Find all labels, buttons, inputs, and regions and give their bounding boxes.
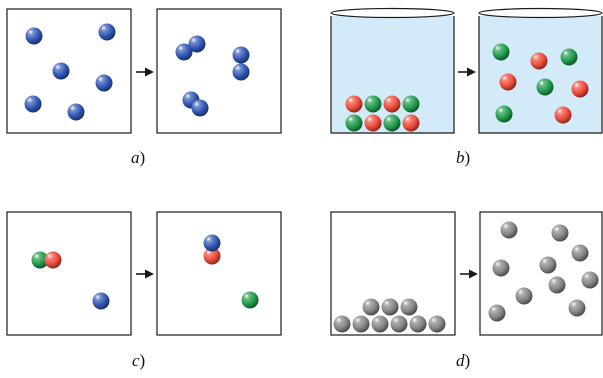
blue-sphere-icon — [25, 96, 42, 113]
blue-sphere-icon — [189, 36, 206, 53]
panel-c-arrow — [136, 270, 154, 279]
green-sphere-icon — [242, 292, 259, 309]
gray-sphere-icon — [549, 277, 566, 294]
panel-c-before-box — [7, 212, 131, 335]
gray-sphere-icon — [410, 316, 427, 333]
red-sphere-icon — [531, 53, 548, 70]
red-sphere-icon — [45, 252, 62, 269]
gray-sphere-icon — [572, 245, 589, 262]
blue-sphere-icon — [26, 28, 43, 45]
red-sphere-icon — [572, 81, 589, 98]
blue-sphere-icon — [192, 100, 209, 117]
gray-sphere-icon — [372, 316, 389, 333]
blue-sphere-icon — [204, 235, 221, 252]
caption-a-letter: a — [131, 148, 140, 167]
right-arrow-icon — [467, 68, 476, 77]
gray-sphere-icon — [334, 316, 351, 333]
right-arrow-icon — [145, 270, 154, 279]
caption-d-paren: ) — [465, 351, 471, 370]
blue-sphere-icon — [233, 47, 250, 64]
gray-sphere-icon — [501, 222, 518, 239]
panel-b — [331, 9, 602, 134]
caption-b-paren: ) — [465, 148, 471, 167]
gray-sphere-icon — [489, 305, 506, 322]
right-arrow-icon — [145, 68, 154, 77]
panel-b-arrow — [458, 68, 476, 77]
red-sphere-icon — [500, 74, 517, 91]
blue-sphere-icon — [99, 24, 116, 41]
red-sphere-icon — [365, 115, 382, 132]
panel-d — [331, 212, 602, 335]
right-arrow-icon — [469, 270, 478, 279]
blue-sphere-icon — [233, 64, 250, 81]
panel-a-after-box — [157, 9, 281, 133]
red-sphere-icon — [403, 115, 420, 132]
red-sphere-icon — [384, 96, 401, 113]
blue-sphere-icon — [68, 104, 85, 121]
gray-sphere-icon — [391, 316, 408, 333]
gray-sphere-icon — [540, 257, 557, 274]
red-sphere-icon — [346, 96, 363, 113]
gray-sphere-icon — [429, 316, 446, 333]
gray-sphere-icon — [493, 260, 510, 277]
caption-d: d) — [456, 351, 470, 371]
red-sphere-icon — [555, 107, 572, 124]
panel-d-arrow — [460, 270, 478, 279]
panel-c — [7, 212, 281, 335]
gray-sphere-icon — [582, 272, 599, 289]
panel-a — [7, 9, 281, 133]
gray-sphere-icon — [569, 300, 586, 317]
caption-c-paren: ) — [140, 351, 146, 370]
panel-c-after-box — [157, 212, 281, 335]
green-sphere-icon — [403, 96, 420, 113]
caption-c: c) — [132, 351, 145, 371]
green-sphere-icon — [384, 115, 401, 132]
green-sphere-icon — [346, 115, 363, 132]
green-sphere-icon — [493, 44, 510, 61]
blue-sphere-icon — [96, 75, 113, 92]
caption-d-letter: d — [456, 351, 465, 370]
green-sphere-icon — [561, 49, 578, 66]
gray-sphere-icon — [363, 299, 380, 316]
panel-b-after-rim — [479, 9, 602, 18]
gray-sphere-icon — [552, 225, 569, 242]
caption-b-letter: b — [456, 148, 465, 167]
caption-c-letter: c — [132, 351, 140, 370]
panel-b-before-rim — [331, 9, 454, 18]
green-sphere-icon — [365, 96, 382, 113]
caption-b: b) — [456, 148, 470, 168]
gray-sphere-icon — [382, 299, 399, 316]
gray-sphere-icon — [353, 316, 370, 333]
blue-sphere-icon — [93, 293, 110, 310]
caption-a: a) — [131, 148, 145, 168]
green-sphere-icon — [496, 106, 513, 123]
panel-a-arrow — [136, 68, 154, 77]
caption-a-paren: ) — [140, 148, 146, 167]
blue-sphere-icon — [53, 63, 70, 80]
gray-sphere-icon — [401, 299, 418, 316]
green-sphere-icon — [537, 79, 554, 96]
gray-sphere-icon — [516, 288, 533, 305]
